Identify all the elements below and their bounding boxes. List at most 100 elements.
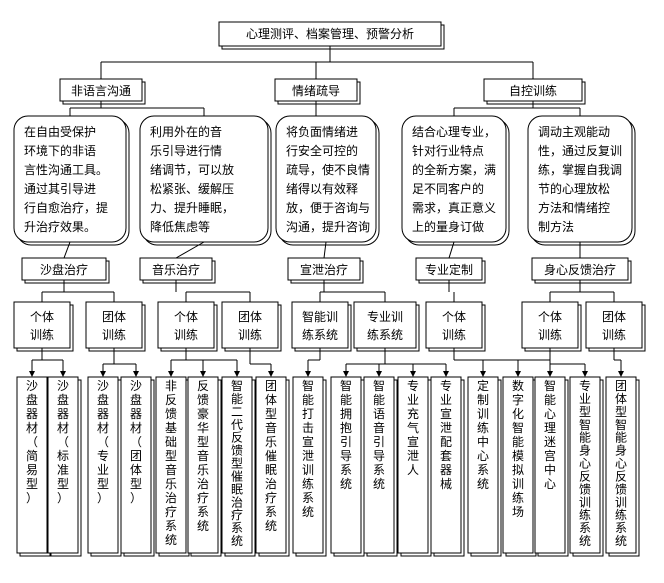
leaf-5-label: 非反馈基础型音乐治疗系统 bbox=[165, 379, 177, 547]
arrow-head bbox=[547, 371, 553, 377]
description-5-line-3: 练，掌握自我调 bbox=[538, 162, 622, 177]
leaf-15-label: 数字化智能模拟训练场 bbox=[512, 378, 524, 519]
title-text: 心理测评、档案管理、预警分析 bbox=[246, 26, 414, 41]
leaf-16-frame bbox=[534, 376, 566, 554]
training-2-line-1: 团体 bbox=[102, 310, 126, 324]
training-8-frame bbox=[521, 301, 579, 349]
description-5-line-6: 制方法 bbox=[538, 219, 574, 234]
leaf-5-frame bbox=[155, 376, 187, 554]
leaf-14-label: 定制训练中心系统 bbox=[477, 378, 489, 491]
leaf-15: 数字化智能模拟训练场 bbox=[502, 376, 537, 557]
leaf-8: 团体型音乐催眠治疗系统 bbox=[255, 376, 290, 557]
description-2-line-2: 乐引导进行情 bbox=[150, 144, 222, 158]
connector-line bbox=[448, 241, 455, 259]
leaf-4: 沙盘器材（团体型） bbox=[120, 376, 155, 557]
arrow-head bbox=[343, 371, 349, 377]
training-8-line-1: 个体 bbox=[538, 310, 562, 324]
leaf-10-frame bbox=[330, 376, 362, 554]
therapy-2-label: 音乐治疗 bbox=[152, 262, 200, 277]
leaf-13-frame bbox=[430, 376, 462, 554]
training-9-line-1: 团体 bbox=[602, 310, 626, 324]
leaf-7-frame bbox=[221, 376, 253, 554]
leaf-18: 团体型智能身心反馈训练系统 bbox=[605, 376, 640, 557]
leaf-4-label: 沙盘器材（团体型） bbox=[130, 379, 142, 505]
arrow-head bbox=[268, 371, 274, 377]
training-5-frame bbox=[291, 301, 349, 349]
arrow-head bbox=[443, 371, 449, 377]
leaf-11: 智能语音引导系统 bbox=[363, 376, 398, 557]
training-8-line-2: 训练 bbox=[538, 327, 562, 342]
description-1-line-5: 行自愈治疗，提 bbox=[24, 200, 108, 215]
leaf-9: 智能打击宣泄训练系统 bbox=[292, 376, 327, 557]
leaf-12-label: 专业充气宣泄人 bbox=[407, 378, 419, 477]
connector-line bbox=[323, 241, 327, 259]
therapy-2: 音乐治疗 bbox=[139, 257, 216, 284]
leaf-1: 沙盘器材（简易型） bbox=[16, 376, 51, 557]
leaf-13-label: 专业宣泄配套器械 bbox=[440, 378, 452, 491]
description-2-line-1: 利用外在的音 bbox=[150, 124, 222, 139]
description-3-line-3: 疏导，使不良情 bbox=[286, 162, 370, 177]
arrow-head bbox=[133, 371, 139, 377]
training-3-line-2: 训练 bbox=[174, 327, 198, 342]
training-2-line-2: 训练 bbox=[102, 327, 126, 342]
leaf-18-label: 团体型智能身心反馈训练系统 bbox=[615, 379, 627, 548]
leaf-9-frame bbox=[292, 376, 324, 554]
arrow-head bbox=[515, 371, 521, 377]
leaf-1-frame bbox=[16, 376, 48, 554]
description-4-line-6: 上的量身订做 bbox=[412, 219, 484, 234]
training-4-line-1: 团体 bbox=[238, 310, 262, 324]
title-box: 心理测评、档案管理、预警分析 bbox=[218, 21, 445, 50]
description-4-line-4: 足不同客户的 bbox=[412, 181, 484, 196]
leaf-3-label: 沙盘器材（专业型） bbox=[97, 379, 109, 505]
description-5-line-5: 方法和情绪控 bbox=[538, 200, 610, 215]
arrow-head bbox=[60, 371, 66, 377]
description-2-line-5: 力、提升睡眠， bbox=[150, 200, 234, 215]
leaf-14-frame bbox=[467, 376, 499, 554]
therapy-1-label: 沙盘治疗 bbox=[40, 262, 88, 277]
arrow-head bbox=[168, 371, 174, 377]
arrow-head bbox=[200, 371, 206, 377]
leaf-11-frame bbox=[363, 376, 395, 554]
leaf-17-frame bbox=[569, 376, 601, 554]
arrow-head bbox=[305, 371, 311, 377]
leaf-15-frame bbox=[502, 376, 534, 554]
arrow-head bbox=[582, 371, 588, 377]
leaf-9-label: 智能打击宣泄训练系统 bbox=[302, 378, 314, 519]
description-3-line-1: 将负面情绪进 bbox=[286, 125, 358, 139]
training-3-line-1: 个体 bbox=[174, 310, 198, 324]
training-7-line-1: 个体 bbox=[442, 310, 466, 324]
leaf-6-label: 反馈豪华型音乐治疗系统 bbox=[197, 379, 209, 533]
leaf-3: 沙盘器材（专业型） bbox=[87, 376, 122, 557]
therapy-4: 专业定制 bbox=[415, 257, 486, 284]
leaf-14: 定制训练中心系统 bbox=[467, 376, 502, 557]
arrow-head bbox=[100, 371, 106, 377]
arrow-head bbox=[618, 371, 624, 377]
description-3-line-4: 绪得以有效释 bbox=[286, 181, 358, 196]
leaf-4-frame bbox=[120, 376, 152, 554]
therapy-5: 身心反馈治疗 bbox=[531, 257, 632, 284]
leaf-16: 智能心理迷宫中心 bbox=[534, 376, 569, 557]
training-5-line-2: 练系统 bbox=[302, 327, 338, 342]
arrow-head bbox=[376, 371, 382, 377]
description-3-line-6: 沟通，提升咨询 bbox=[286, 219, 370, 234]
description-5-line-1: 调动主观能动 bbox=[538, 125, 610, 139]
leaf-3-frame bbox=[87, 376, 119, 554]
description-3-line-5: 放，便于咨询与 bbox=[286, 200, 370, 215]
leaf-17-label: 专业型智能身心反馈训练系统 bbox=[579, 378, 591, 548]
arrow-head bbox=[480, 371, 486, 377]
description-2-line-6: 降低焦虑等 bbox=[150, 220, 210, 234]
training-9-frame bbox=[585, 301, 643, 349]
therapy-4-label: 专业定制 bbox=[425, 262, 473, 277]
